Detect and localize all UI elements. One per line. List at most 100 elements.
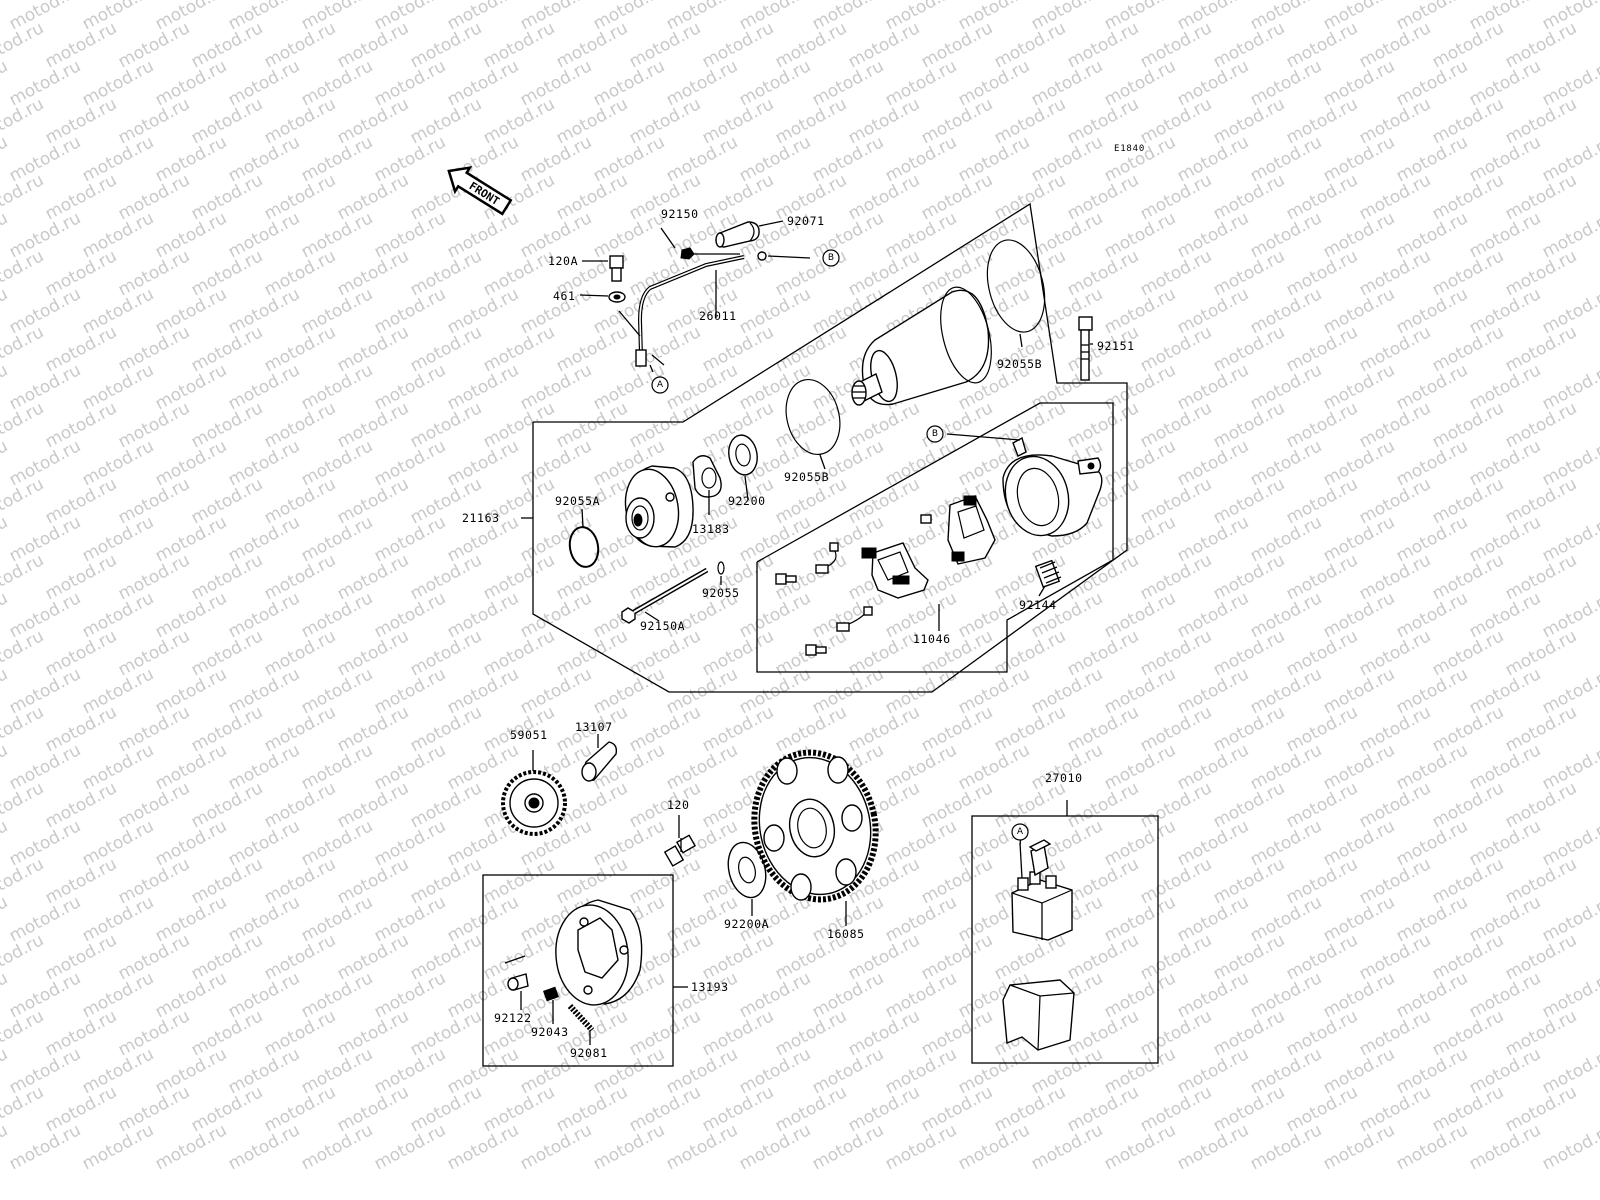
watermark-text: motod.ru <box>6 1120 84 1174</box>
watermark-text: motod.ru <box>225 968 303 1022</box>
watermark-text: motod.ru <box>407 930 485 984</box>
lead-boot-92071 <box>715 221 760 248</box>
brush-holder-assembly-11046 <box>775 495 996 656</box>
watermark-text: motod.ru <box>918 702 996 756</box>
watermark-text: motod.ru <box>261 702 339 756</box>
watermark-text: motod.ru <box>626 702 704 756</box>
watermark-text: motod.ru <box>1393 512 1471 566</box>
watermark-text: motod.ru <box>1028 56 1106 110</box>
watermark-text: motod.ru <box>1283 170 1361 224</box>
watermark-text: motod.ru <box>1356 246 1434 300</box>
watermark-text: motod.ru <box>1210 170 1288 224</box>
watermark-text: motod.ru <box>1210 930 1288 984</box>
starter-clutch-frame <box>482 874 674 1067</box>
watermark-text: motod.ru <box>115 550 193 604</box>
watermark-text: motod.ru <box>1137 246 1215 300</box>
watermark-text: motod.ru <box>772 398 850 452</box>
watermark-text: motod.ru <box>663 664 741 718</box>
part-label-92144: 92144 <box>1019 598 1057 612</box>
part-label-92055B-top: 92055B <box>997 357 1042 371</box>
watermark-text: motod.ru <box>809 284 887 338</box>
watermark-text: motod.ru <box>1393 436 1471 490</box>
watermark-text: motod.ru <box>626 1006 704 1060</box>
watermark-text: motod.ru <box>0 246 47 300</box>
watermark-text: motod.ru <box>480 1082 558 1136</box>
watermark-text: motod.ru <box>188 854 266 908</box>
watermark-text: motod.ru <box>188 18 266 72</box>
starter-end-cover-rear <box>1002 436 1103 537</box>
watermark-text: motod.ru <box>444 588 522 642</box>
watermark-text: motod.ru <box>699 94 777 148</box>
watermark-text: motod.ru <box>772 702 850 756</box>
watermark-text: motod.ru <box>480 246 558 300</box>
watermark-text: motod.ru <box>1064 550 1142 604</box>
watermark-text: motod.ru <box>1502 398 1580 452</box>
watermark-text: motod.ru <box>1137 170 1215 224</box>
watermark-text: motod.ru <box>1320 588 1398 642</box>
watermark-text: motod.ru <box>1174 1120 1252 1174</box>
watermark-text: motod.ru <box>845 474 923 528</box>
watermark-text: motod.ru <box>663 1044 741 1098</box>
watermark-text: motod.ru <box>334 18 412 72</box>
watermark-text: motod.ru <box>1283 18 1361 72</box>
part-label-13193: 13193 <box>691 980 729 994</box>
watermark-text: motod.ru <box>79 664 157 718</box>
watermark-text: motod.ru <box>480 322 558 376</box>
watermark-text: motod.ru <box>1502 170 1580 224</box>
watermark-text: motod.ru <box>298 360 376 414</box>
part-label-16085: 16085 <box>827 927 865 941</box>
watermark-text: motod.ru <box>1466 208 1544 262</box>
ref-marker-b-cover-label: B <box>932 429 938 439</box>
watermark-text: motod.ru <box>298 1120 376 1174</box>
watermark-text: motod.ru <box>517 132 595 186</box>
watermark-text: motod.ru <box>1174 436 1252 490</box>
watermark-text: motod.ru <box>1393 740 1471 794</box>
watermark-text: motod.ru <box>1247 132 1325 186</box>
watermark-text: motod.ru <box>261 1082 339 1136</box>
watermark-text: motod.ru <box>1466 284 1544 338</box>
watermark-text: motod.ru <box>1502 1006 1580 1060</box>
watermark-text: motod.ru <box>261 778 339 832</box>
watermark-text: motod.ru <box>79 360 157 414</box>
watermark-text: motod.ru <box>115 18 193 72</box>
watermark-text: motod.ru <box>882 1120 960 1174</box>
watermark-text: motod.ru <box>1064 1082 1142 1136</box>
watermark-text: motod.ru <box>152 892 230 946</box>
watermark-text: motod.ru <box>553 854 631 908</box>
through-bolt-92150A <box>621 567 709 624</box>
watermark-text: motod.ru <box>991 170 1069 224</box>
starter-relay-27010 <box>1011 839 1073 941</box>
watermark-text: motod.ru <box>955 1044 1033 1098</box>
watermark-text: motod.ru <box>152 1044 230 1098</box>
watermark-text: motod.ru <box>152 1120 230 1174</box>
part-label-21163: 21163 <box>462 511 500 525</box>
watermark-text: motod.ru <box>1137 398 1215 452</box>
watermark-text: motod.ru <box>1174 968 1252 1022</box>
bolt-92151 <box>1078 316 1093 381</box>
watermark-text: motod.ru <box>991 930 1069 984</box>
watermark-text: motod.ru <box>1101 132 1179 186</box>
watermark-text: motod.ru <box>809 1044 887 1098</box>
watermark-text: motod.ru <box>115 94 193 148</box>
watermark-text: motod.ru <box>371 816 449 870</box>
watermark-text: motod.ru <box>188 550 266 604</box>
watermark-text: motod.ru <box>772 1082 850 1136</box>
watermark-text: motod.ru <box>225 1044 303 1098</box>
watermark-text: motod.ru <box>1466 56 1544 110</box>
watermark-text: motod.ru <box>152 664 230 718</box>
watermark-text: motod.ru <box>882 208 960 262</box>
watermark-text: motod.ru <box>115 322 193 376</box>
shaft-13107 <box>581 741 618 782</box>
bolt-120A <box>609 255 624 282</box>
watermark-text: motod.ru <box>371 1044 449 1098</box>
watermark-text: motod.ru <box>1174 664 1252 718</box>
watermark-text: motod.ru <box>1247 892 1325 946</box>
watermark-text: motod.ru <box>42 778 120 832</box>
watermark-text: motod.ru <box>553 550 631 604</box>
watermark-text: motod.ru <box>371 208 449 262</box>
watermark-text: motod.ru <box>152 284 230 338</box>
watermark-text: motod.ru <box>918 778 996 832</box>
watermark-text: motod.ru <box>261 626 339 680</box>
watermark-text: motod.ru <box>298 968 376 1022</box>
watermark-text: motod.ru <box>79 284 157 338</box>
